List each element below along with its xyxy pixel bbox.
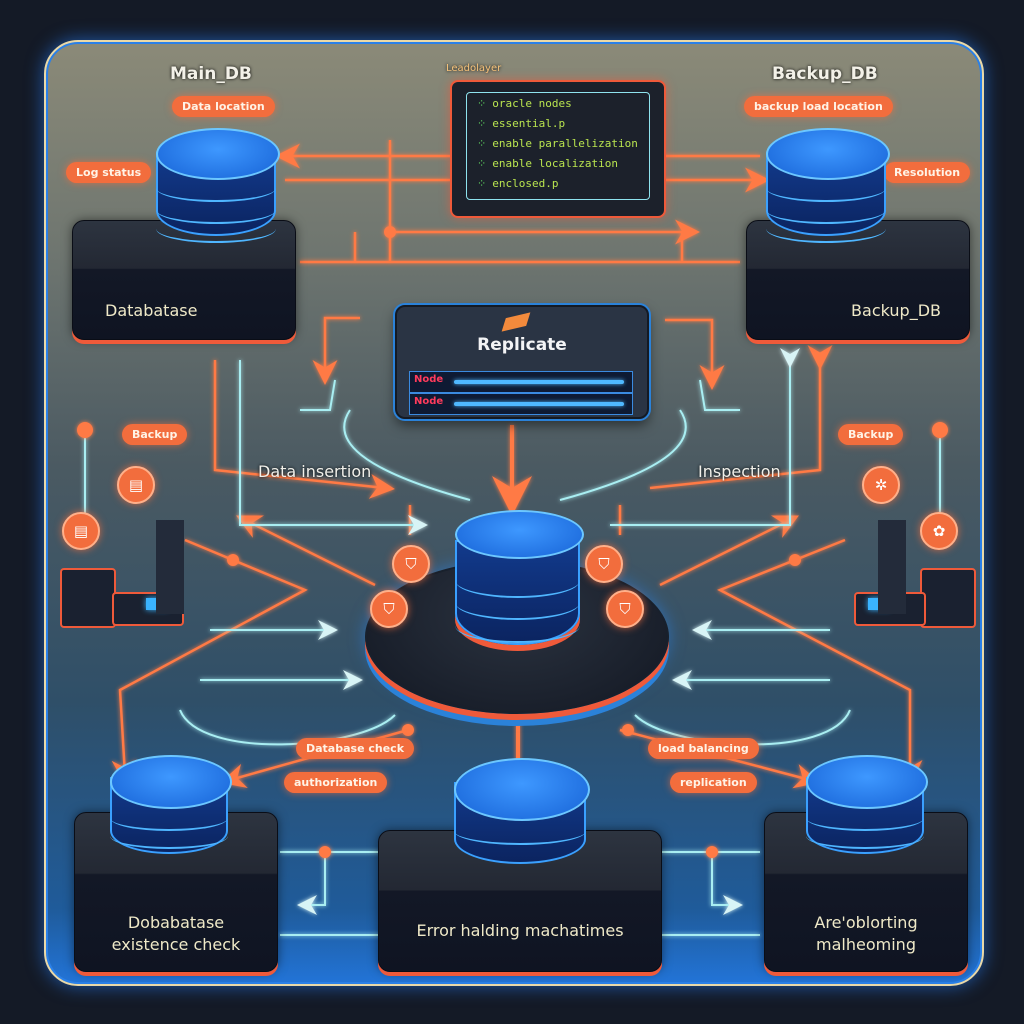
flow-label-data-insertion: Data insertion bbox=[258, 462, 372, 481]
hub-shield-badge-icon: ⛉ bbox=[370, 590, 408, 628]
replica-row: Node bbox=[409, 393, 633, 415]
bottom-node-label: malheoming bbox=[816, 935, 916, 954]
log-line: ⁘enclosed.p bbox=[477, 177, 559, 190]
backup-db-title: Backup_DB bbox=[772, 64, 878, 84]
right-server-device-icon bbox=[850, 520, 976, 640]
main-db-cylinder-icon bbox=[156, 128, 280, 248]
bottom-right-tag[interactable]: load balancing bbox=[648, 738, 759, 759]
log-terminal-screen: ⁘oracle nodes ⁘essential.p ⁘enable paral… bbox=[466, 92, 650, 200]
main-db-side-tag[interactable]: Log status bbox=[66, 162, 152, 183]
bottom-left-tag[interactable]: authorization bbox=[284, 772, 388, 793]
bottom-node-label: Are'oblorting bbox=[814, 913, 918, 932]
bottom-node-existence-check[interactable]: Dobabatase existence check bbox=[74, 812, 278, 972]
log-line: ⁘enable parallelization bbox=[477, 137, 638, 150]
left-server-device-icon bbox=[60, 520, 185, 640]
bottom-node-label: Dobabatase bbox=[127, 913, 225, 932]
flow-label-inspection: Inspection bbox=[698, 462, 781, 481]
backup-db-cylinder-icon bbox=[766, 128, 890, 248]
backup-db-side-tag[interactable]: Resolution bbox=[884, 162, 971, 183]
left-backup-tag[interactable]: Backup bbox=[122, 424, 188, 445]
bottom-right-tag[interactable]: replication bbox=[670, 772, 757, 793]
replica-row: Node bbox=[409, 371, 633, 393]
top-heading: Leadolayer bbox=[446, 63, 502, 74]
bottom-left-tag[interactable]: Database check bbox=[296, 738, 415, 759]
bottom-right-db-cylinder-icon bbox=[806, 755, 928, 865]
main-db-tag[interactable]: Data location bbox=[172, 96, 275, 117]
right-gear-badge-icon: ✿ bbox=[920, 512, 958, 550]
right-network-badge-icon: ✲ bbox=[862, 466, 900, 504]
right-backup-tag[interactable]: Backup bbox=[838, 424, 904, 445]
hub-shield-badge-icon: ⛉ bbox=[392, 545, 430, 583]
left-document-badge-icon: ▤ bbox=[117, 466, 155, 504]
bottom-node-label: existence check bbox=[111, 935, 241, 954]
log-terminal[interactable]: ⁘oracle nodes ⁘essential.p ⁘enable paral… bbox=[450, 80, 666, 218]
bottom-node-label: Error halding machatimes bbox=[416, 921, 624, 940]
log-line: ⁘oracle nodes bbox=[477, 97, 572, 110]
replica-node[interactable]: Replicate Node Node bbox=[395, 305, 649, 419]
replica-row-bar bbox=[454, 380, 624, 384]
main-db-node-label: Databatase bbox=[105, 301, 198, 320]
replica-cap-icon bbox=[501, 312, 531, 332]
backup-db-tag[interactable]: backup load location bbox=[744, 96, 893, 117]
bottom-left-db-cylinder-icon bbox=[110, 755, 232, 865]
backup-db-node-label: Backup_DB bbox=[851, 301, 941, 320]
bottom-center-db-cylinder-icon bbox=[454, 758, 590, 876]
log-line: ⁘enable localization bbox=[477, 157, 619, 170]
replica-title: Replicate bbox=[477, 335, 567, 355]
central-db-cylinder-icon[interactable] bbox=[455, 510, 584, 660]
log-line: ⁘essential.p bbox=[477, 117, 566, 130]
main-db-title: Main_DB bbox=[170, 64, 252, 84]
replica-row-bar bbox=[454, 402, 624, 406]
hub-shield-badge-icon: ⛉ bbox=[585, 545, 623, 583]
hub-shield-badge-icon: ⛉ bbox=[606, 590, 644, 628]
left-document-badge-icon: ▤ bbox=[62, 512, 100, 550]
